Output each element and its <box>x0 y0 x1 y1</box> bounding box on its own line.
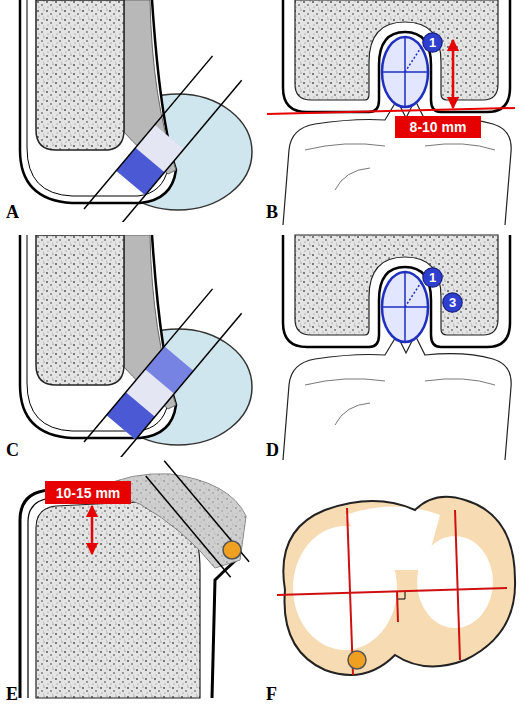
condyle-outline <box>20 0 252 210</box>
dimension-arrow <box>452 40 455 108</box>
femur-notch-outline <box>283 235 511 460</box>
plateau-outline <box>283 497 515 675</box>
reference-line <box>347 508 353 675</box>
notch-front-view <box>267 0 515 225</box>
dimension-arrow <box>91 506 94 554</box>
callout-circle: 1 <box>422 267 443 288</box>
callout-circle-shape <box>423 268 442 287</box>
callout-circle-shape <box>423 33 442 52</box>
panel-letter: C <box>6 440 19 461</box>
tibial-plateau-axial <box>277 497 515 675</box>
reference-line <box>277 588 507 595</box>
perpendicular-line <box>397 592 398 622</box>
node-text: 1 <box>429 35 436 50</box>
callout-circle: 3 <box>442 292 463 313</box>
landmark-dot <box>223 541 241 559</box>
cancellous-bone <box>36 502 200 698</box>
dimension-box: 10-15 mm <box>45 481 131 504</box>
right-angle-mark <box>398 592 405 599</box>
node-text: 8-10 mm <box>410 119 467 135</box>
tibial-tunnel <box>146 461 249 578</box>
meniscus-fill <box>283 497 515 675</box>
condyle-outline <box>20 235 252 445</box>
callout-circle-shape <box>443 293 462 312</box>
landmark-dot <box>348 651 366 669</box>
panel-letter: A <box>6 202 19 223</box>
panel-letter: F <box>266 684 277 705</box>
femoral-tunnel <box>84 56 242 222</box>
tibia-sagittal-view <box>20 461 249 698</box>
lateral-condyle-view <box>20 235 252 457</box>
panel-letter: B <box>266 202 278 223</box>
reference-line <box>455 510 460 660</box>
node-text: 1 <box>429 270 436 285</box>
node-text: 3 <box>449 295 456 310</box>
panel-letter: D <box>266 440 279 461</box>
dimension-box: 8-10 mm <box>395 116 481 138</box>
lateral-condyle-view <box>20 0 252 222</box>
node-text: 10-15 mm <box>56 485 121 501</box>
femoral-tunnel <box>84 289 242 457</box>
panel-letter: E <box>6 684 18 705</box>
notch-front-view <box>283 235 511 460</box>
reference-line <box>267 108 515 114</box>
callout-circle: 1 <box>422 32 443 53</box>
